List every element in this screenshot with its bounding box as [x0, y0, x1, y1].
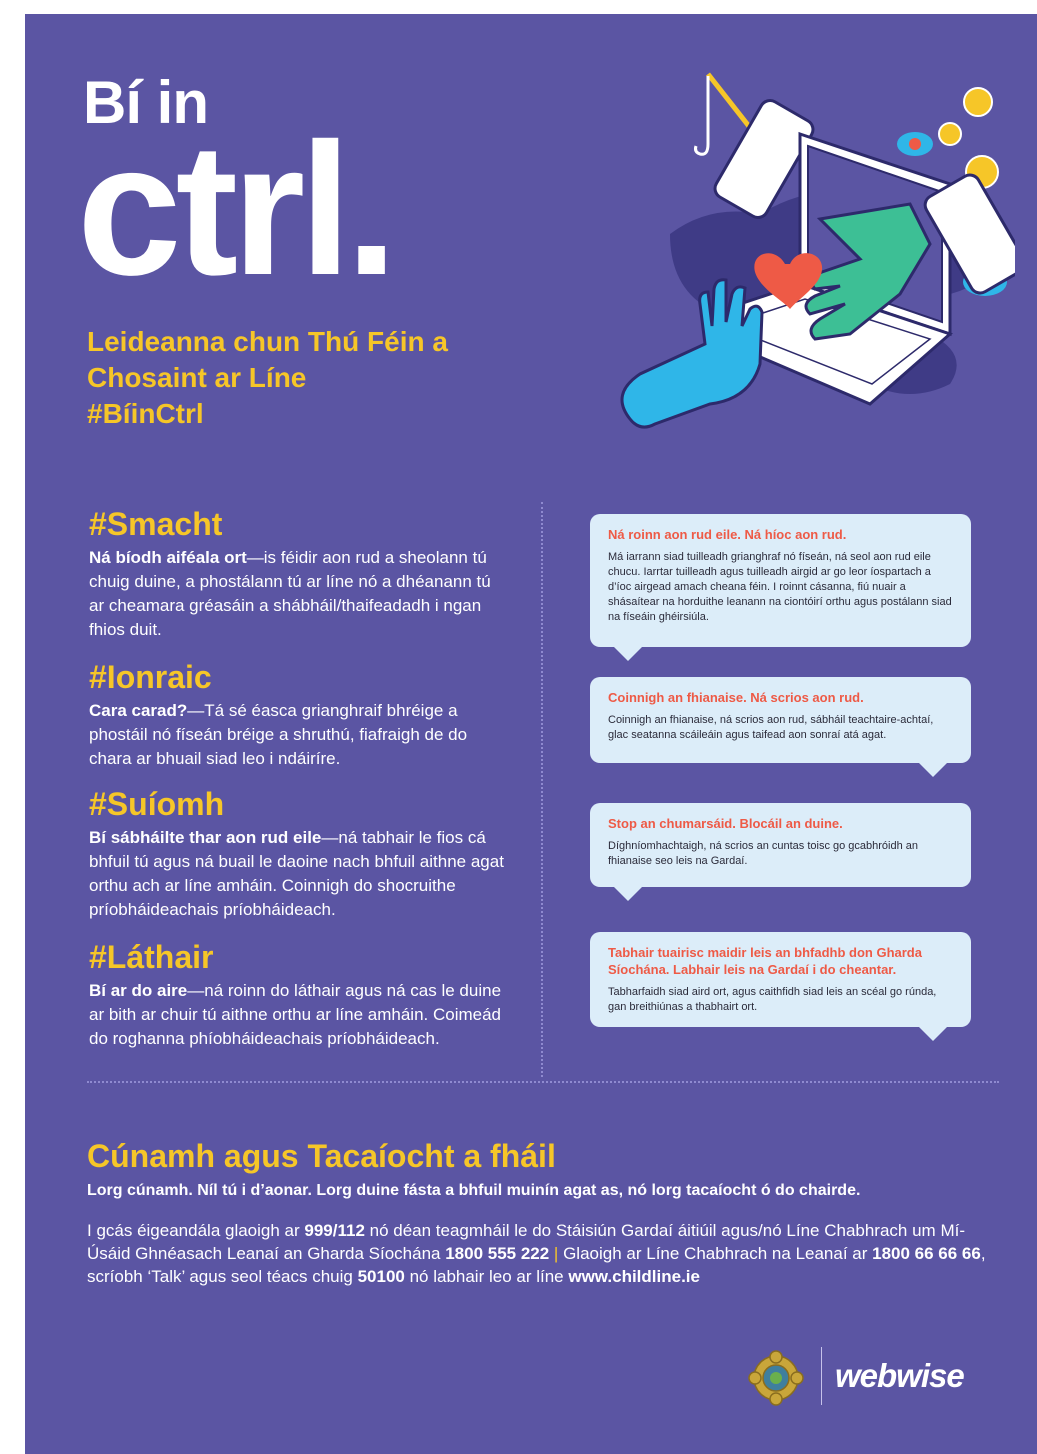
bubble-body: Má iarrann siad tuilleadh grianghraf nó …: [608, 551, 952, 623]
section-smacht: #Smacht Ná bíodh aiféala ort—is féidir a…: [89, 506, 509, 642]
webwise-logo: webwise: [835, 1357, 965, 1394]
title-line-2: ctrl.: [77, 104, 398, 314]
poster: Bí in ctrl. Leideanna chun Thú Féin a Ch…: [25, 14, 1037, 1454]
horizontal-divider: [87, 1081, 999, 1083]
online-safety-illustration: [620, 72, 1015, 429]
phone-icon: [713, 99, 815, 219]
emergency-number: 999/112: [304, 1221, 365, 1240]
section-body: —ná tabhair le fios cá bhfuil tú agus ná…: [89, 828, 504, 919]
subtitle-line-1: Leideanna chun Thú Féin a: [87, 326, 448, 357]
section-body: —Tá sé éasca grianghraif bhréige a phost…: [89, 701, 468, 768]
blue-hand-icon: [620, 278, 764, 429]
bubble-title: Tabhair tuairisc maidir leis an bhfadhb …: [608, 945, 922, 977]
help-body: I gcás éigeandála glaoigh ar 999/112 nó …: [87, 1219, 1007, 1288]
text-number: 50100: [357, 1267, 405, 1286]
speech-bubble-4: Tabhair tuairisc maidir leis an bhfadhb …: [590, 932, 971, 1041]
subtitle-line-2: Chosaint ar Líne: [87, 362, 307, 393]
vertical-divider: [541, 502, 543, 1077]
speech-bubble-1: Ná roinn aon rud eile. Ná híoc aon rud. …: [590, 514, 971, 661]
section-body: —is féidir aon rud a sheolann tú chuig d…: [89, 548, 491, 639]
help-subtitle: Lorg cúnamh. Níl tú i d’aonar. Lorg duin…: [87, 1182, 861, 1199]
childline-phone-number: 1800 66 66 66: [872, 1244, 981, 1263]
section-text: Bí sábháilte thar aon rud eile—ná tabhai…: [89, 826, 509, 922]
section-heading: #Smacht: [89, 506, 223, 542]
help-title: Cúnamh agus Tacaíocht a fháil: [87, 1138, 556, 1174]
section-lead: Ná bíodh aiféala ort: [89, 548, 247, 567]
section-text: Cara carad?—Tá sé éasca grianghraif bhré…: [89, 699, 509, 771]
bubble-tail: [614, 647, 642, 661]
bubble-title: Stop an chumarsáid. Blocáil an duine.: [608, 816, 843, 831]
section-heading: #Suíomh: [89, 786, 225, 822]
childline-website-link[interactable]: www.childline.ie: [568, 1267, 700, 1286]
bubble-title: Coinnigh an fhianaise. Ná scrios aon rud…: [608, 690, 864, 705]
help-text: I gcás éigeandála glaoigh ar: [87, 1221, 305, 1240]
section-suiomh: #Suíomh Bí sábháilte thar aon rud eile—n…: [89, 786, 509, 922]
help-text: , scríobh ‘Talk’ agus seol téacs chuig: [87, 1244, 986, 1286]
help-text: nó labhair leo ar líne: [404, 1267, 569, 1286]
bubble-body: Tabharfaidh siad aird ort, agus caithfid…: [608, 986, 937, 1013]
bubble-body: Díghníomhachtaigh, ná scrios an cuntas t…: [608, 840, 919, 867]
section-lead: Cara carad?: [89, 701, 188, 720]
section-lead: Bí ar do aire: [89, 981, 188, 1000]
logo-divider: [821, 1347, 822, 1405]
help-text: Glaoigh ar Líne Chabhrach na Leanaí ar: [563, 1244, 873, 1263]
bubble-tail: [919, 1027, 947, 1041]
title-line-1: Bí in: [83, 69, 209, 136]
section-heading: #Láthair: [89, 939, 214, 975]
speech-bubble-2: Coinnigh an fhianaise. Ná scrios aon rud…: [590, 677, 971, 777]
section-body: —ná roinn do láthair agus ná cas le duin…: [89, 981, 502, 1048]
garda-helpline-number: 1800 555 222: [445, 1244, 550, 1263]
bubble-title: Ná roinn aon rud eile. Ná híoc aon rud.: [608, 527, 847, 542]
section-text: Bí ar do aire—ná roinn do láthair agus n…: [89, 979, 509, 1051]
speech-bubble-3: Stop an chumarsáid. Blocáil an duine. Dí…: [590, 803, 971, 901]
fishing-rod-icon: [694, 72, 757, 156]
subtitle: Leideanna chun Thú Féin a Chosaint ar Lí…: [87, 324, 607, 432]
phone-right-icon: [923, 173, 1015, 295]
subtitle-line-3: #BíinCtrl: [87, 398, 204, 429]
bubble-tail: [614, 887, 642, 901]
section-ionraic: #Ionraic Cara carad?—Tá sé éasca griangh…: [89, 659, 509, 771]
garda-crest-icon: [748, 1350, 804, 1406]
bubble-body: Coinnigh an fhianaise, ná scrios aon rud…: [608, 714, 934, 741]
heart-icon: [754, 253, 823, 309]
bubble-tail: [919, 763, 947, 777]
section-heading: #Ionraic: [89, 659, 212, 695]
help-text: nó déan teagmháil le do Stáisiún Gardaí …: [87, 1221, 965, 1263]
section-lead: Bí sábháilte thar aon rud eile: [89, 828, 322, 847]
separator: |: [549, 1244, 564, 1263]
section-text: Ná bíodh aiféala ort—is féidir aon rud a…: [89, 546, 509, 642]
section-lathair: #Láthair Bí ar do aire—ná roinn do látha…: [89, 939, 509, 1051]
